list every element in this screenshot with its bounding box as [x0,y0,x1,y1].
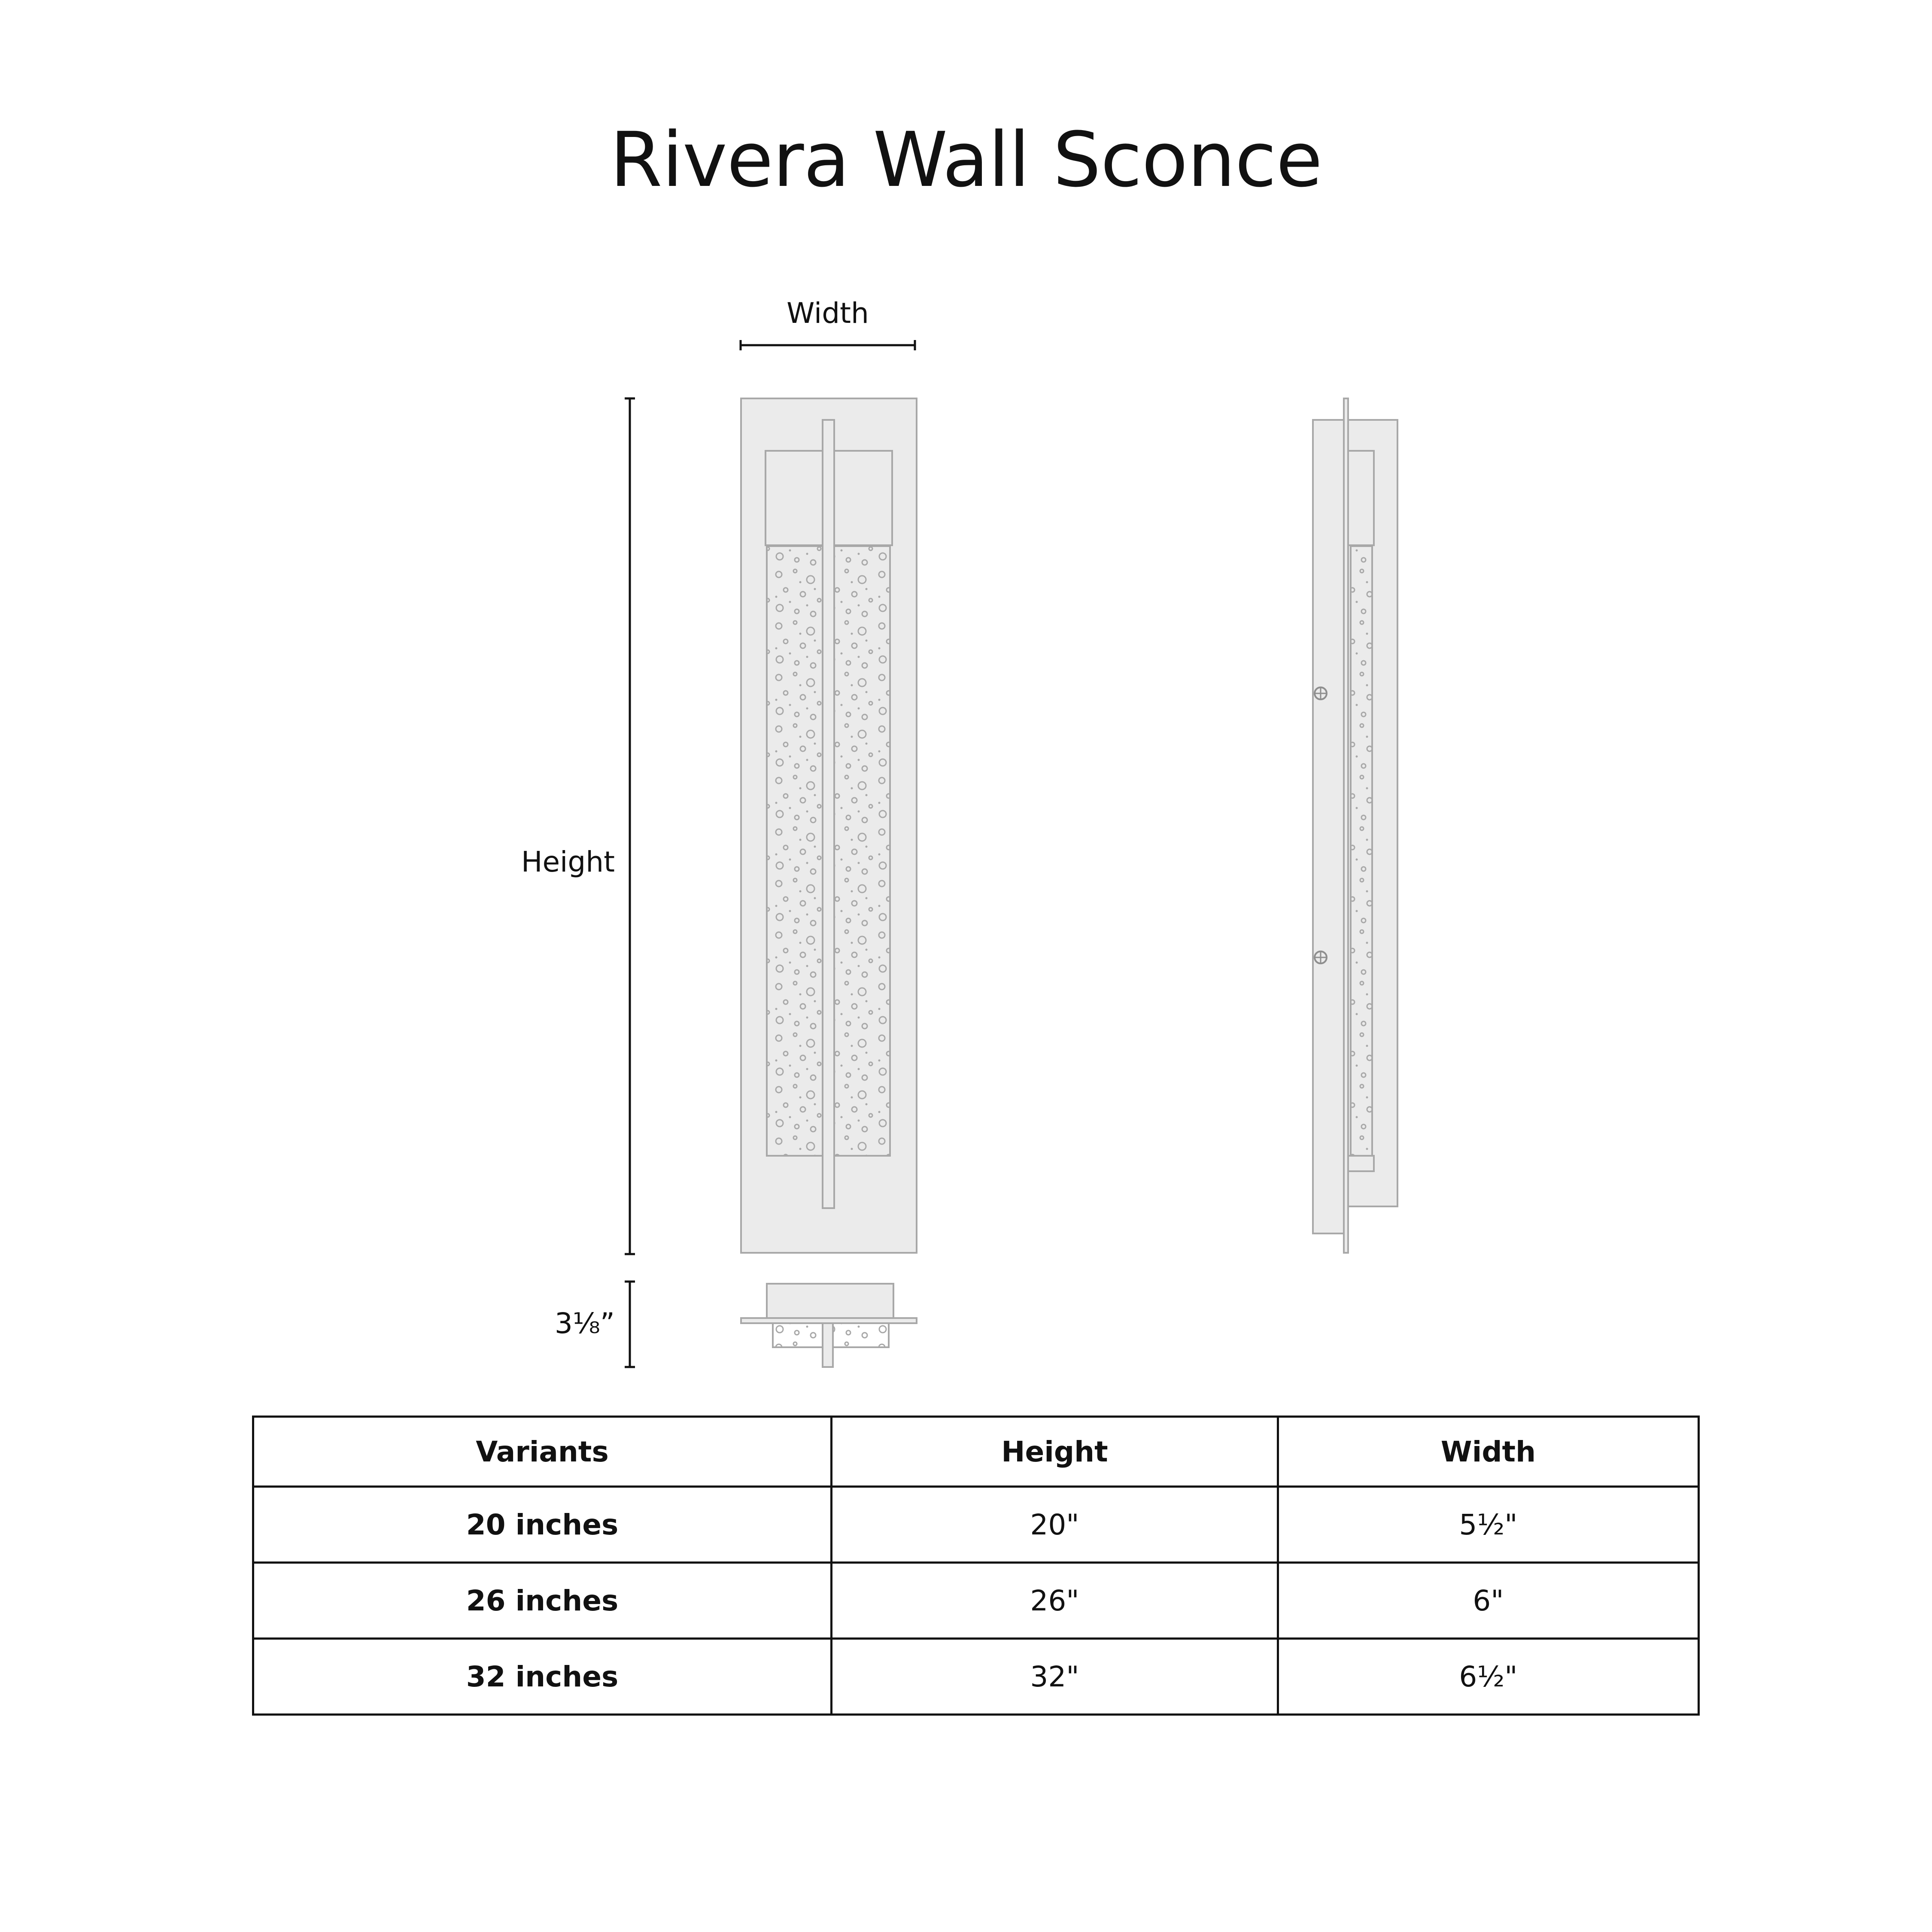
top-cap [766,1283,894,1320]
side-glass [1350,545,1373,1157]
side-foot [1347,1155,1375,1172]
depth-dimension: 3⅛” [555,1280,635,1368]
front-glass-left [766,545,823,1157]
side-mount-plate [1312,419,1348,1234]
page-title: Rivera Wall Sconce [610,116,1323,204]
side-view [1312,398,1398,1254]
mounting-screw-icon [1314,687,1327,700]
depth-label: 3⅛” [555,1307,615,1340]
width-cell: 6" [1277,1561,1700,1640]
table-row: 26 inches 26" 6" [252,1561,1700,1640]
variants-table: Variants Height Width 20 inches 20" 5½" … [252,1416,1700,1716]
width-label: Width [787,297,869,330]
height-cell: 20" [830,1485,1279,1564]
height-cell: 26" [830,1561,1279,1640]
side-rail [1343,398,1349,1254]
table-row: 32 inches 32" 6½" [252,1637,1700,1716]
height-cell: 32" [830,1637,1279,1716]
header-width: Width [1277,1416,1700,1488]
front-view [740,398,917,1254]
height-label: Height [521,845,615,878]
width-dimension: Width [739,297,916,350]
side-cap [1347,450,1375,546]
variant-cell: 32 inches [252,1637,832,1716]
front-center-bar [822,419,835,1209]
variant-cell: 20 inches [252,1485,832,1564]
top-view [740,1283,917,1368]
mounting-screw-icon [1314,951,1327,964]
width-cell: 6½" [1277,1637,1700,1716]
header-variants: Variants [252,1416,832,1488]
table-header-row: Variants Height Width [252,1416,1700,1488]
width-cell: 5½" [1277,1485,1700,1564]
front-glass-right [833,545,891,1157]
variant-cell: 26 inches [252,1561,832,1640]
table-row: 20 inches 20" 5½" [252,1485,1700,1564]
header-height: Height [830,1416,1279,1488]
height-dimension: Height [521,397,635,1255]
top-center-bar [822,1322,834,1368]
